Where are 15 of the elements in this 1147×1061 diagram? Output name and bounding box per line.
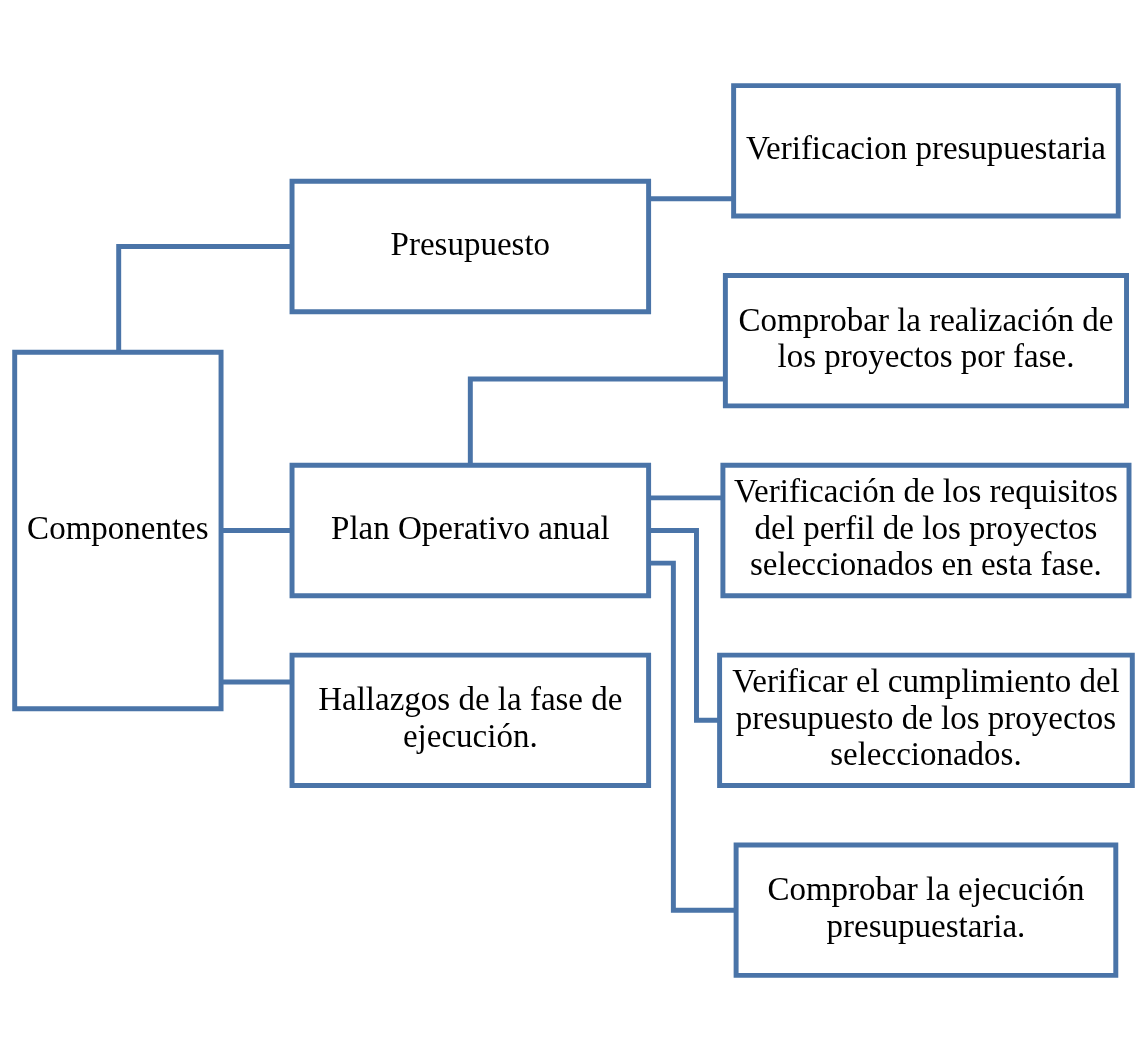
node-box: Componentes xyxy=(12,349,224,712)
connector xyxy=(649,196,734,202)
node-box: Plan Operativo anual xyxy=(289,462,652,599)
node-box: Hallazgos de la fase de ejecución. xyxy=(289,652,652,789)
connector xyxy=(221,528,292,533)
connector xyxy=(116,244,292,352)
node-box: Verificar el cumplimiento del presupuesto de los proyectos seleccionados. xyxy=(717,652,1135,789)
node-box: Comprobar la ejecución presupuestaria. xyxy=(733,842,1119,978)
node-box: Verificacion presupuestaria xyxy=(731,83,1121,219)
node-box: Comprobar la realización de los proyectos por fase. xyxy=(722,272,1129,409)
node-box: Presupuesto xyxy=(289,178,652,315)
connector xyxy=(221,679,292,685)
connector xyxy=(467,376,725,465)
node-box: Verificación de los requisitos del perfil de los proyectos seleccionados en esta fase. xyxy=(720,462,1132,599)
connector xyxy=(649,495,723,501)
